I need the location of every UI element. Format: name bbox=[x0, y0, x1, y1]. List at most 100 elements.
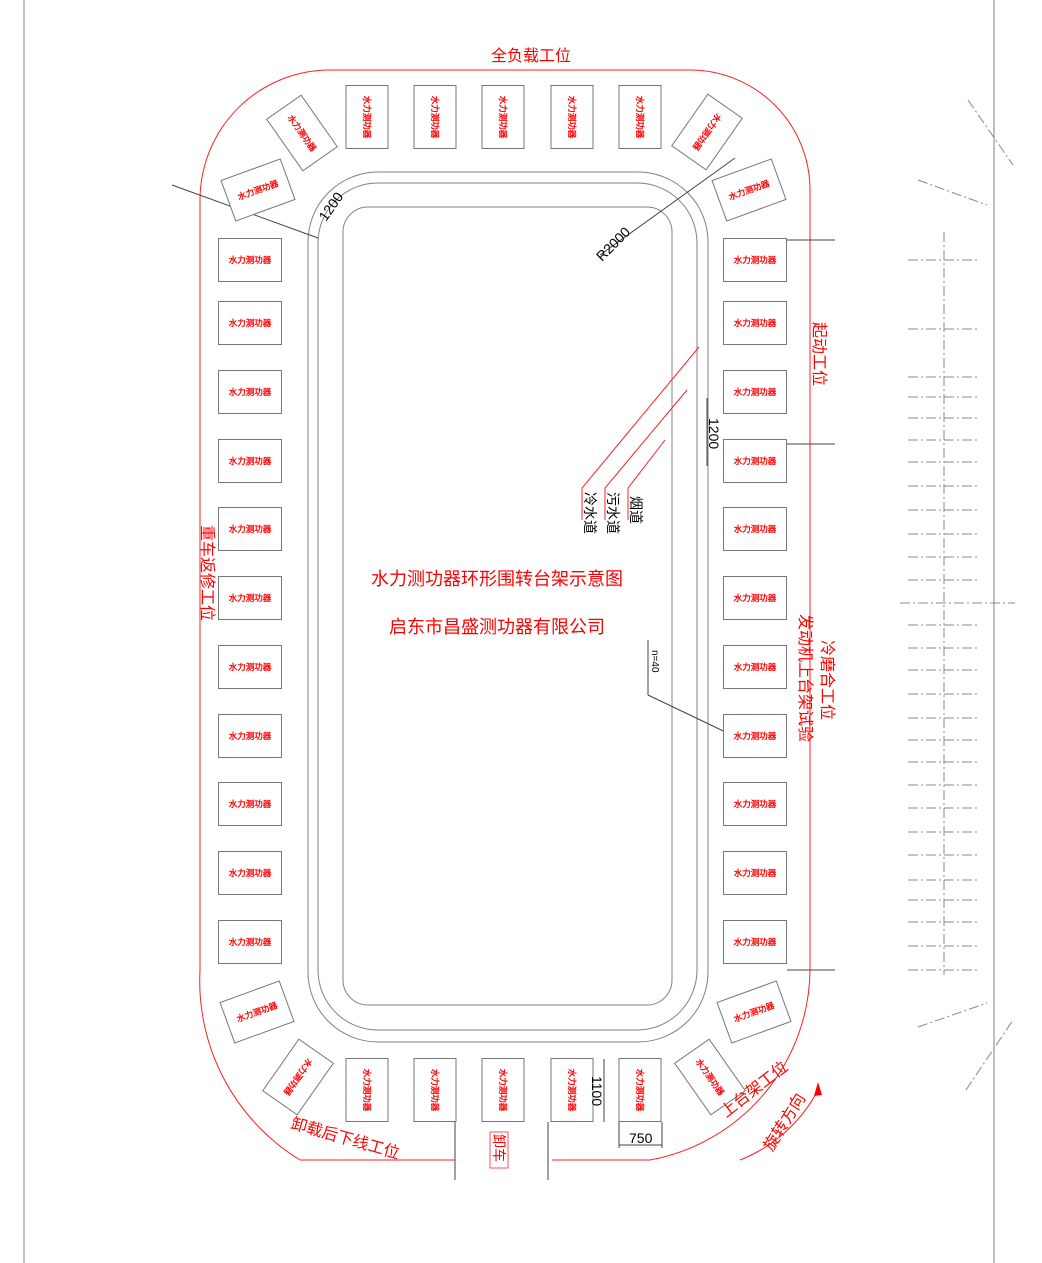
track-outer bbox=[307, 171, 709, 1043]
dim-side-spacing: 1200 bbox=[706, 418, 722, 449]
dynamometer-box: 水力测功器 bbox=[550, 85, 594, 149]
dynamometer-outline bbox=[218, 645, 282, 689]
dynamometer-outline bbox=[218, 851, 282, 895]
dynamometer-box: 水力测功器 bbox=[218, 370, 282, 414]
dynamometer-outline bbox=[218, 238, 282, 282]
dynamometer-outline bbox=[218, 507, 282, 551]
dynamometer-outline bbox=[723, 370, 787, 414]
dim-box-length: 1100 bbox=[589, 1076, 605, 1106]
dynamometer-label: 水力测功器 bbox=[733, 387, 777, 398]
dynamometer-box: 水力测功器 bbox=[723, 507, 787, 551]
dynamometer-outline bbox=[218, 301, 282, 345]
dynamometer-box: 水力测功器 bbox=[413, 85, 457, 149]
leader-sewage bbox=[604, 389, 688, 520]
dynamometer-box: 水力测功器 bbox=[481, 85, 525, 149]
dynamometer-outline bbox=[723, 439, 787, 483]
dynamometer-outline bbox=[481, 85, 525, 149]
channel-flue: 烟道 bbox=[628, 496, 644, 524]
dynamometer-label: 水力测功器 bbox=[228, 318, 272, 329]
dynamometer-box: 水力测功器 bbox=[723, 920, 787, 964]
dynamometer-label: 水力测功器 bbox=[228, 387, 272, 398]
dynamometer-box: 水力测功器 bbox=[218, 238, 282, 282]
dynamometer-outline bbox=[345, 85, 389, 149]
dynamometer-label: 水力测功器 bbox=[733, 524, 777, 535]
dynamometer-outline bbox=[618, 1058, 662, 1122]
dynamometer-label: 水力测功器 bbox=[733, 662, 777, 673]
dynamometer-outline bbox=[723, 714, 787, 758]
rotation-direction: 旋转方向 bbox=[759, 1090, 809, 1154]
dynamometer-outline bbox=[723, 507, 787, 551]
leader-flue bbox=[627, 439, 666, 520]
dim-corner-spacing: 1200 bbox=[315, 189, 346, 224]
station-engine-test: 发动机上台架试验 bbox=[796, 614, 815, 742]
dynamometer-outline bbox=[723, 851, 787, 895]
dim-radius: R2000 bbox=[593, 223, 634, 264]
station-cold-run: 冷磨合工位 bbox=[818, 640, 837, 720]
dynamometer-label: 水力测功器 bbox=[497, 95, 508, 139]
dynamometer-outline bbox=[218, 439, 282, 483]
dynamometer-outline bbox=[723, 782, 787, 826]
dynamometer-box: 水力测功器 bbox=[266, 94, 338, 172]
dynamometer-box: 水力测功器 bbox=[345, 1058, 389, 1122]
dynamometer-outline bbox=[218, 920, 282, 964]
dynamometer-box: 水力测功器 bbox=[723, 782, 787, 826]
dynamometer-outline bbox=[674, 1038, 746, 1116]
dynamometer-label: 水力测功器 bbox=[361, 95, 372, 139]
dynamometer-outline bbox=[550, 1058, 594, 1122]
radius-leader bbox=[599, 157, 736, 256]
dynamometer-box: 水力测功器 bbox=[218, 507, 282, 551]
track-middle bbox=[317, 182, 698, 1031]
company-name: 启东市昌盛测功器有限公司 bbox=[389, 617, 605, 638]
dynamometer-box: 水力测功器 bbox=[674, 1038, 746, 1116]
dynamometer-outline bbox=[723, 920, 787, 964]
dynamometer-outline bbox=[723, 238, 787, 282]
dynamometer-box: 水力测功器 bbox=[723, 851, 787, 895]
track-inner bbox=[342, 206, 673, 1006]
dynamometer-outline bbox=[262, 1038, 334, 1116]
dynamometer-box: 水力测功器 bbox=[723, 645, 787, 689]
dynamometer-label: 水力测功器 bbox=[228, 731, 272, 742]
dynamometer-label: 水力测功器 bbox=[634, 95, 645, 139]
dynamometer-outline bbox=[723, 576, 787, 620]
dynamometer-box: 水力测功器 bbox=[218, 645, 282, 689]
centerline-diagonal bbox=[965, 1019, 1014, 1091]
dynamometer-label: 水力测功器 bbox=[228, 593, 272, 604]
dynamometer-label: 水力测功器 bbox=[733, 799, 777, 810]
dynamometer-box: 水力测功器 bbox=[671, 93, 743, 171]
dynamometer-outline bbox=[220, 158, 296, 222]
dynamometer-label: 水力测功器 bbox=[566, 95, 577, 139]
centerline-diagonal bbox=[917, 179, 988, 206]
dynamometer-box: 水力测功器 bbox=[723, 714, 787, 758]
centerline-marks bbox=[900, 99, 1015, 1091]
dynamometer-outline bbox=[723, 645, 787, 689]
dynamometer-box: 水力测功器 bbox=[218, 851, 282, 895]
dynamometer-label: 水力测功器 bbox=[228, 799, 272, 810]
dynamometer-label: 水力测功器 bbox=[228, 524, 272, 535]
station-path-outline bbox=[199, 69, 811, 1161]
dynamometer-label: 水力测功器 bbox=[733, 731, 777, 742]
dim-count: n=40 bbox=[649, 650, 660, 673]
channel-sewage: 污水道 bbox=[605, 492, 621, 534]
dynamometer-box: 水力测功器 bbox=[219, 980, 295, 1044]
leader-cold-water bbox=[581, 346, 700, 520]
dynamometer-box: 水力测功器 bbox=[218, 782, 282, 826]
dynamometer-label: 水力测功器 bbox=[733, 868, 777, 879]
unload-car-label: 卸车 bbox=[490, 1134, 507, 1162]
dynamometer-outline bbox=[413, 1058, 457, 1122]
dynamometer-outline bbox=[671, 93, 743, 171]
dynamometer-outline bbox=[218, 576, 282, 620]
dynamometer-box: 水力测功器 bbox=[550, 1058, 594, 1122]
dynamometer-label: 水力测功器 bbox=[566, 1068, 577, 1112]
dynamometer-box: 水力测功器 bbox=[723, 576, 787, 620]
rotation-arrow bbox=[739, 1089, 819, 1161]
rotation-arrowhead-icon bbox=[814, 1082, 822, 1096]
channel-cold-water: 冷水道 bbox=[582, 492, 598, 534]
dynamometer-box: 水力测功器 bbox=[716, 980, 792, 1044]
dynamometer-outline bbox=[723, 301, 787, 345]
dynamometer-label: 水力测功器 bbox=[361, 1068, 372, 1112]
dynamometer-label: 水力测功器 bbox=[429, 1068, 440, 1112]
dynamometer-outline bbox=[481, 1058, 525, 1122]
dynamometer-outline bbox=[218, 714, 282, 758]
dynamometer-box: 水力测功器 bbox=[723, 370, 787, 414]
dynamometer-box: 水力测功器 bbox=[218, 439, 282, 483]
